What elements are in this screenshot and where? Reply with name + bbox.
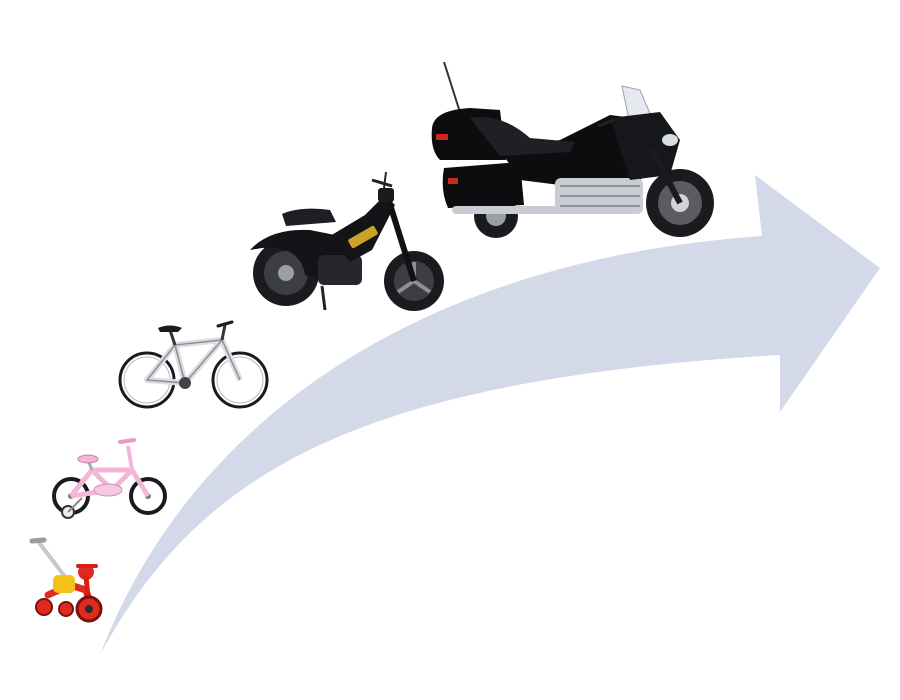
growth-arrow (100, 175, 880, 655)
moped-icon (250, 171, 444, 311)
tricycle-icon (29, 537, 103, 623)
kids-bike-icon (52, 438, 167, 519)
bicycle-icon (118, 320, 269, 409)
touring-motorcycle-icon (431, 61, 714, 238)
